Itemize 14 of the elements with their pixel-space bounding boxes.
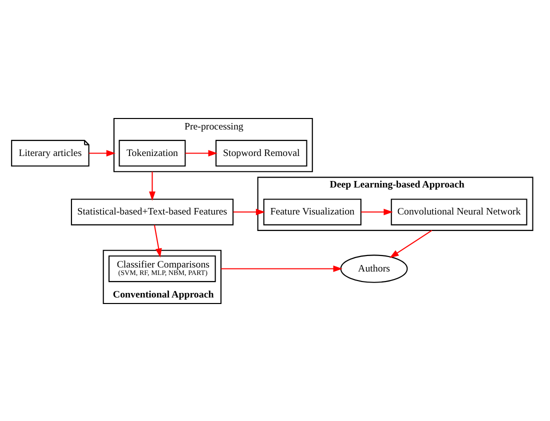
node-box: Convolutional Neural Network [390,198,528,225]
node-ellipse: Authors [340,254,408,282]
node-box: Feature Visualization [263,198,362,225]
node-box: Tokenization [118,139,186,166]
arrow [220,265,342,272]
arrow [154,224,162,258]
arrow [149,171,156,200]
node-box: Statistical-based+Text-based Features [70,198,234,225]
arrow [361,208,393,215]
node-box: Stopword Removal [215,139,308,166]
arrow [88,149,116,156]
arrow [233,208,266,215]
arrow [390,230,432,258]
arrow [185,149,218,156]
